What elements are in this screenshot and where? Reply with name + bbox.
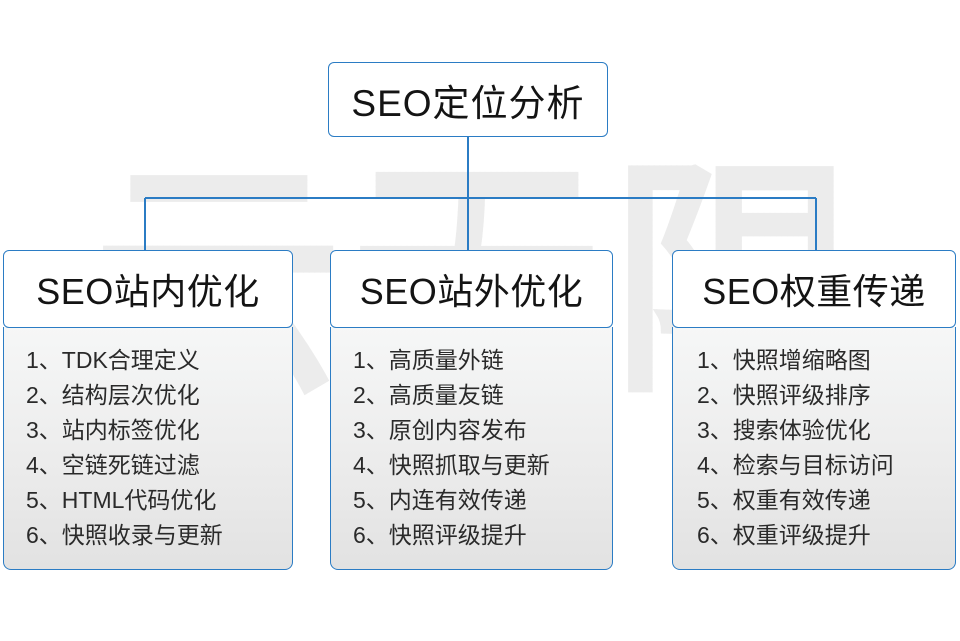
branch-column-2: SEO站外优化 1、高质量外链 2、高质量友链 3、原创内容发布 4、快照抓取与…	[330, 250, 613, 570]
branch-list-3: 1、快照增缩略图 2、快照评级排序 3、搜索体验优化 4、检索与目标访问 5、权…	[672, 327, 956, 570]
branch-title-2: SEO站外优化	[359, 271, 584, 312]
list-item: 4、检索与目标访问	[697, 452, 894, 478]
root-node[interactable]: SEO定位分析	[328, 62, 608, 137]
list-item: 1、高质量外链	[353, 347, 504, 373]
branch-column-3: SEO权重传递 1、快照增缩略图 2、快照评级排序 3、搜索体验优化 4、检索与…	[672, 250, 956, 570]
branch-column-1: SEO站内优化 1、TDK合理定义 2、结构层次优化 3、站内标签优化 4、空链…	[3, 250, 293, 570]
list-item: 5、权重有效传递	[697, 487, 871, 513]
list-item: 6、权重评级提升	[697, 522, 871, 548]
branch-list-1: 1、TDK合理定义 2、结构层次优化 3、站内标签优化 4、空链死链过滤 5、H…	[3, 327, 293, 570]
branch-header-2[interactable]: SEO站外优化	[330, 250, 613, 328]
root-node-label: SEO定位分析	[351, 82, 585, 124]
list-item: 5、内连有效传递	[353, 487, 527, 513]
list-item: 2、快照评级排序	[697, 382, 871, 408]
list-item: 6、快照评级提升	[353, 522, 527, 548]
branch-header-3[interactable]: SEO权重传递	[672, 250, 956, 328]
branch-header-1[interactable]: SEO站内优化	[3, 250, 293, 328]
list-item: 3、搜索体验优化	[697, 417, 871, 443]
list-item: 1、TDK合理定义	[26, 347, 200, 373]
list-item: 1、快照增缩略图	[697, 347, 871, 373]
list-item: 6、快照收录与更新	[26, 522, 223, 548]
list-item: 3、原创内容发布	[353, 417, 527, 443]
list-item: 4、空链死链过滤	[26, 452, 200, 478]
list-item: 2、结构层次优化	[26, 382, 200, 408]
list-item: 3、站内标签优化	[26, 417, 200, 443]
branch-title-3: SEO权重传递	[702, 271, 926, 312]
list-item: 5、HTML代码优化	[26, 487, 217, 513]
branch-list-2: 1、高质量外链 2、高质量友链 3、原创内容发布 4、快照抓取与更新 5、内连有…	[330, 327, 613, 570]
list-item: 2、高质量友链	[353, 382, 504, 408]
branch-title-1: SEO站内优化	[36, 271, 260, 312]
list-item: 4、快照抓取与更新	[353, 452, 550, 478]
